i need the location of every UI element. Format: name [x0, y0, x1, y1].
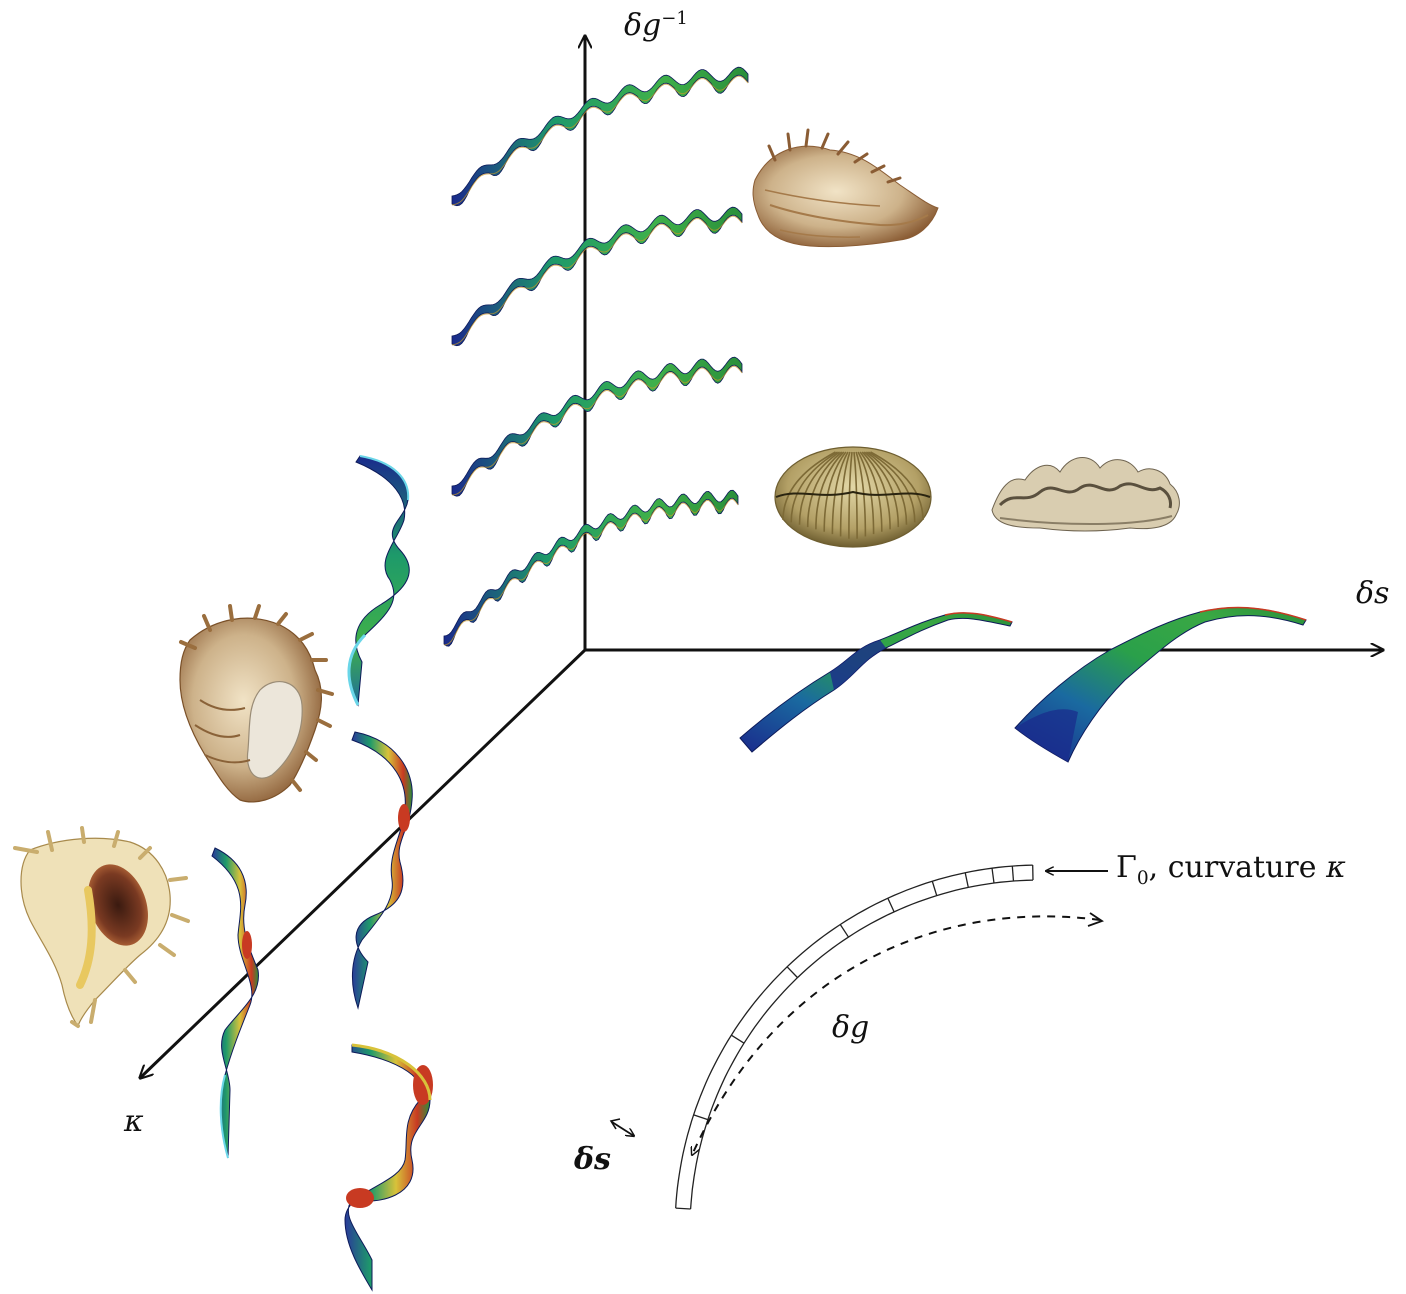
width-double-arrow: [611, 1121, 634, 1136]
ribbon-vertical-bottom: [344, 1043, 433, 1292]
cockle-rib: [863, 451, 900, 528]
ribbon-small-twist: [739, 612, 1013, 753]
cockle-rib: [855, 451, 867, 537]
spiny-whelk-shell-icon: [179, 604, 334, 803]
strip-segment-divider: [839, 924, 850, 938]
cockle-rib: [861, 451, 891, 530]
strip-segment-divider: [887, 897, 895, 913]
vertical-axis-ribbons: [443, 66, 749, 647]
width-label: δs: [574, 1142, 611, 1177]
depth-axis-label: κ: [124, 1104, 144, 1139]
curvature-word: , curvature: [1148, 850, 1327, 885]
cockle-rib: [857, 451, 875, 535]
cockle-shell-icon: [774, 446, 932, 548]
wavy-ribbon-2: [451, 206, 743, 347]
depth-axis: [140, 648, 587, 1078]
cockle-rib: [853, 451, 858, 539]
horizontal-axis-symbol: δs: [1356, 576, 1390, 611]
depth-axis-symbol: κ: [124, 1104, 144, 1139]
conch-shell-icon: [13, 826, 190, 1028]
cockle-rib: [870, 451, 924, 521]
horizontal-axis-label: δs: [1356, 576, 1389, 611]
cockle-rib: [790, 451, 839, 523]
curvature-kappa: κ: [1326, 850, 1346, 885]
cockle-rib: [865, 451, 908, 525]
inset-schematic: [609, 864, 1108, 1210]
ribbon-vertical-top: [347, 455, 410, 707]
ribbon-large-twist: [1014, 606, 1307, 763]
cockle-rib: [839, 451, 851, 537]
strip-segment-divider: [786, 966, 798, 979]
strip-segment-divider: [693, 1114, 709, 1121]
vertical-axis-label: δg−1: [624, 8, 688, 43]
ribbon-vertical-left: [211, 847, 259, 1159]
wavy-ribbon-1: [451, 66, 749, 207]
gamma-subscript: 0: [1136, 868, 1149, 889]
axes: [140, 36, 1383, 1078]
width-symbol: δs: [574, 1142, 611, 1177]
gamma0-curvature-label: Γ0, curvature κ: [1116, 850, 1346, 889]
gamma-symbol: Γ: [1116, 850, 1137, 885]
cockle-rib: [806, 451, 843, 528]
wavy-ribbon-3: [451, 356, 743, 497]
growth-dashed-arrow: [692, 915, 1101, 1155]
growth-symbol: δg: [832, 1010, 870, 1045]
cockle-rib: [848, 451, 853, 539]
strip-segment-divider: [964, 872, 969, 888]
murex-shell-icon: [752, 128, 939, 248]
cockle-rib: [867, 451, 916, 523]
wavy-ribbon-edge-4: [443, 498, 739, 646]
cockle-rib: [823, 451, 847, 532]
wavy-ribbon-edge-1: [451, 75, 749, 206]
cockle-rib: [859, 451, 883, 532]
ribbon-vertical-middle: [351, 731, 413, 1010]
strip-outer-edge: [675, 864, 1033, 1209]
strip-segment-divider: [1011, 866, 1015, 882]
wavy-ribbon-edge-3: [451, 365, 743, 496]
strip-segment-divider: [931, 881, 938, 896]
cockle-rib: [798, 451, 841, 525]
strip-segment-divider: [991, 868, 995, 884]
vertical-axis-symbol: δg: [624, 8, 662, 43]
wavy-ribbon-4: [443, 489, 739, 647]
cockle-rib: [815, 451, 845, 530]
giant-clam-icon: [991, 457, 1180, 532]
growth-label: δg: [832, 1010, 869, 1045]
strip-segment-divider: [731, 1034, 745, 1044]
vertical-axis-exponent: −1: [661, 8, 688, 29]
wavy-ribbon-edge-2: [451, 215, 743, 346]
strip-end: [675, 1207, 691, 1210]
cockle-rib: [831, 451, 849, 535]
cockle-rib: [782, 451, 836, 521]
